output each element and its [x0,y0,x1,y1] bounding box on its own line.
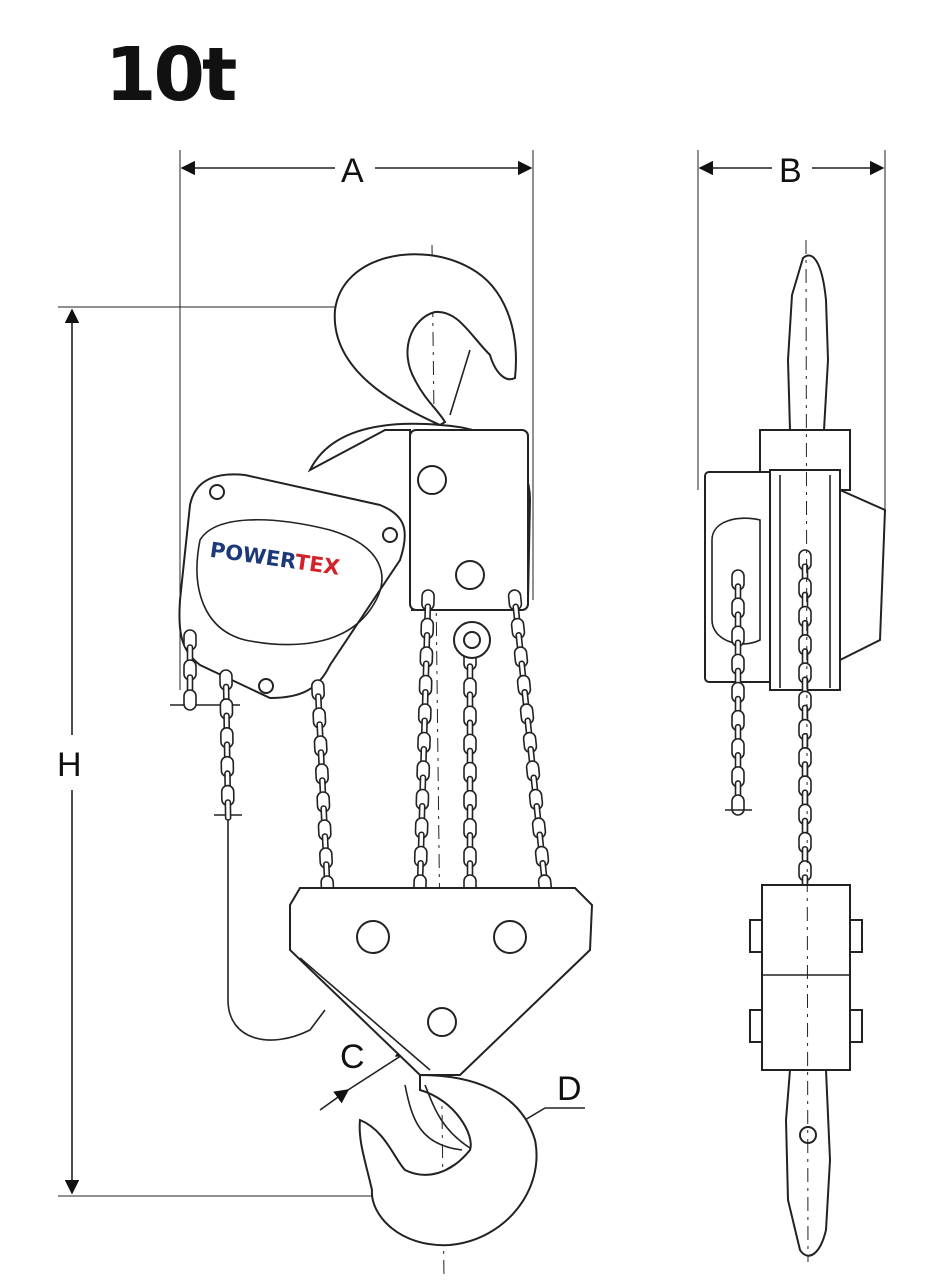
chain-link [224,799,232,821]
bottom-hook [358,1073,538,1247]
dimension-b-label: B [779,152,802,190]
block-bolt-left [356,920,390,954]
side-block-lug [749,919,763,953]
dimension-c-label: C [340,1038,365,1076]
side-block-lug [849,1009,863,1043]
bottom-block [289,887,594,1076]
side-block-lug [849,919,863,953]
block-pin [427,1007,457,1037]
bolt-lower [455,560,485,590]
top-hook [333,253,517,427]
dimension-a-label: A [341,152,364,190]
centerline [431,244,445,1281]
cover-bolt [209,484,225,500]
dimension-d-label: D [557,1070,582,1108]
cover-bolt [258,678,274,694]
dimension-h: H [57,306,440,1197]
side-bottom-hook [784,1069,832,1257]
label-plate [196,518,383,646]
chain-link [183,689,197,711]
side-bottom-block [761,884,851,1071]
chain-link [731,794,745,816]
capacity-title: 10t [105,32,237,118]
side-end-cover [839,488,887,662]
side-block-lug [749,1009,763,1043]
dimension-b: B [697,150,886,520]
side-chains [731,549,812,896]
gear-cover [178,473,406,700]
chain-guide-hub [463,631,481,649]
bolt-upper [417,465,447,495]
block-bolt-right [493,920,527,954]
hand-chain-loop [227,815,326,1041]
side-top-hook [786,254,830,431]
cover-bolt [382,527,398,543]
dimension-h-label: H [57,746,82,784]
front-view: POWERTEX [170,253,594,1247]
side-view [704,239,887,1263]
